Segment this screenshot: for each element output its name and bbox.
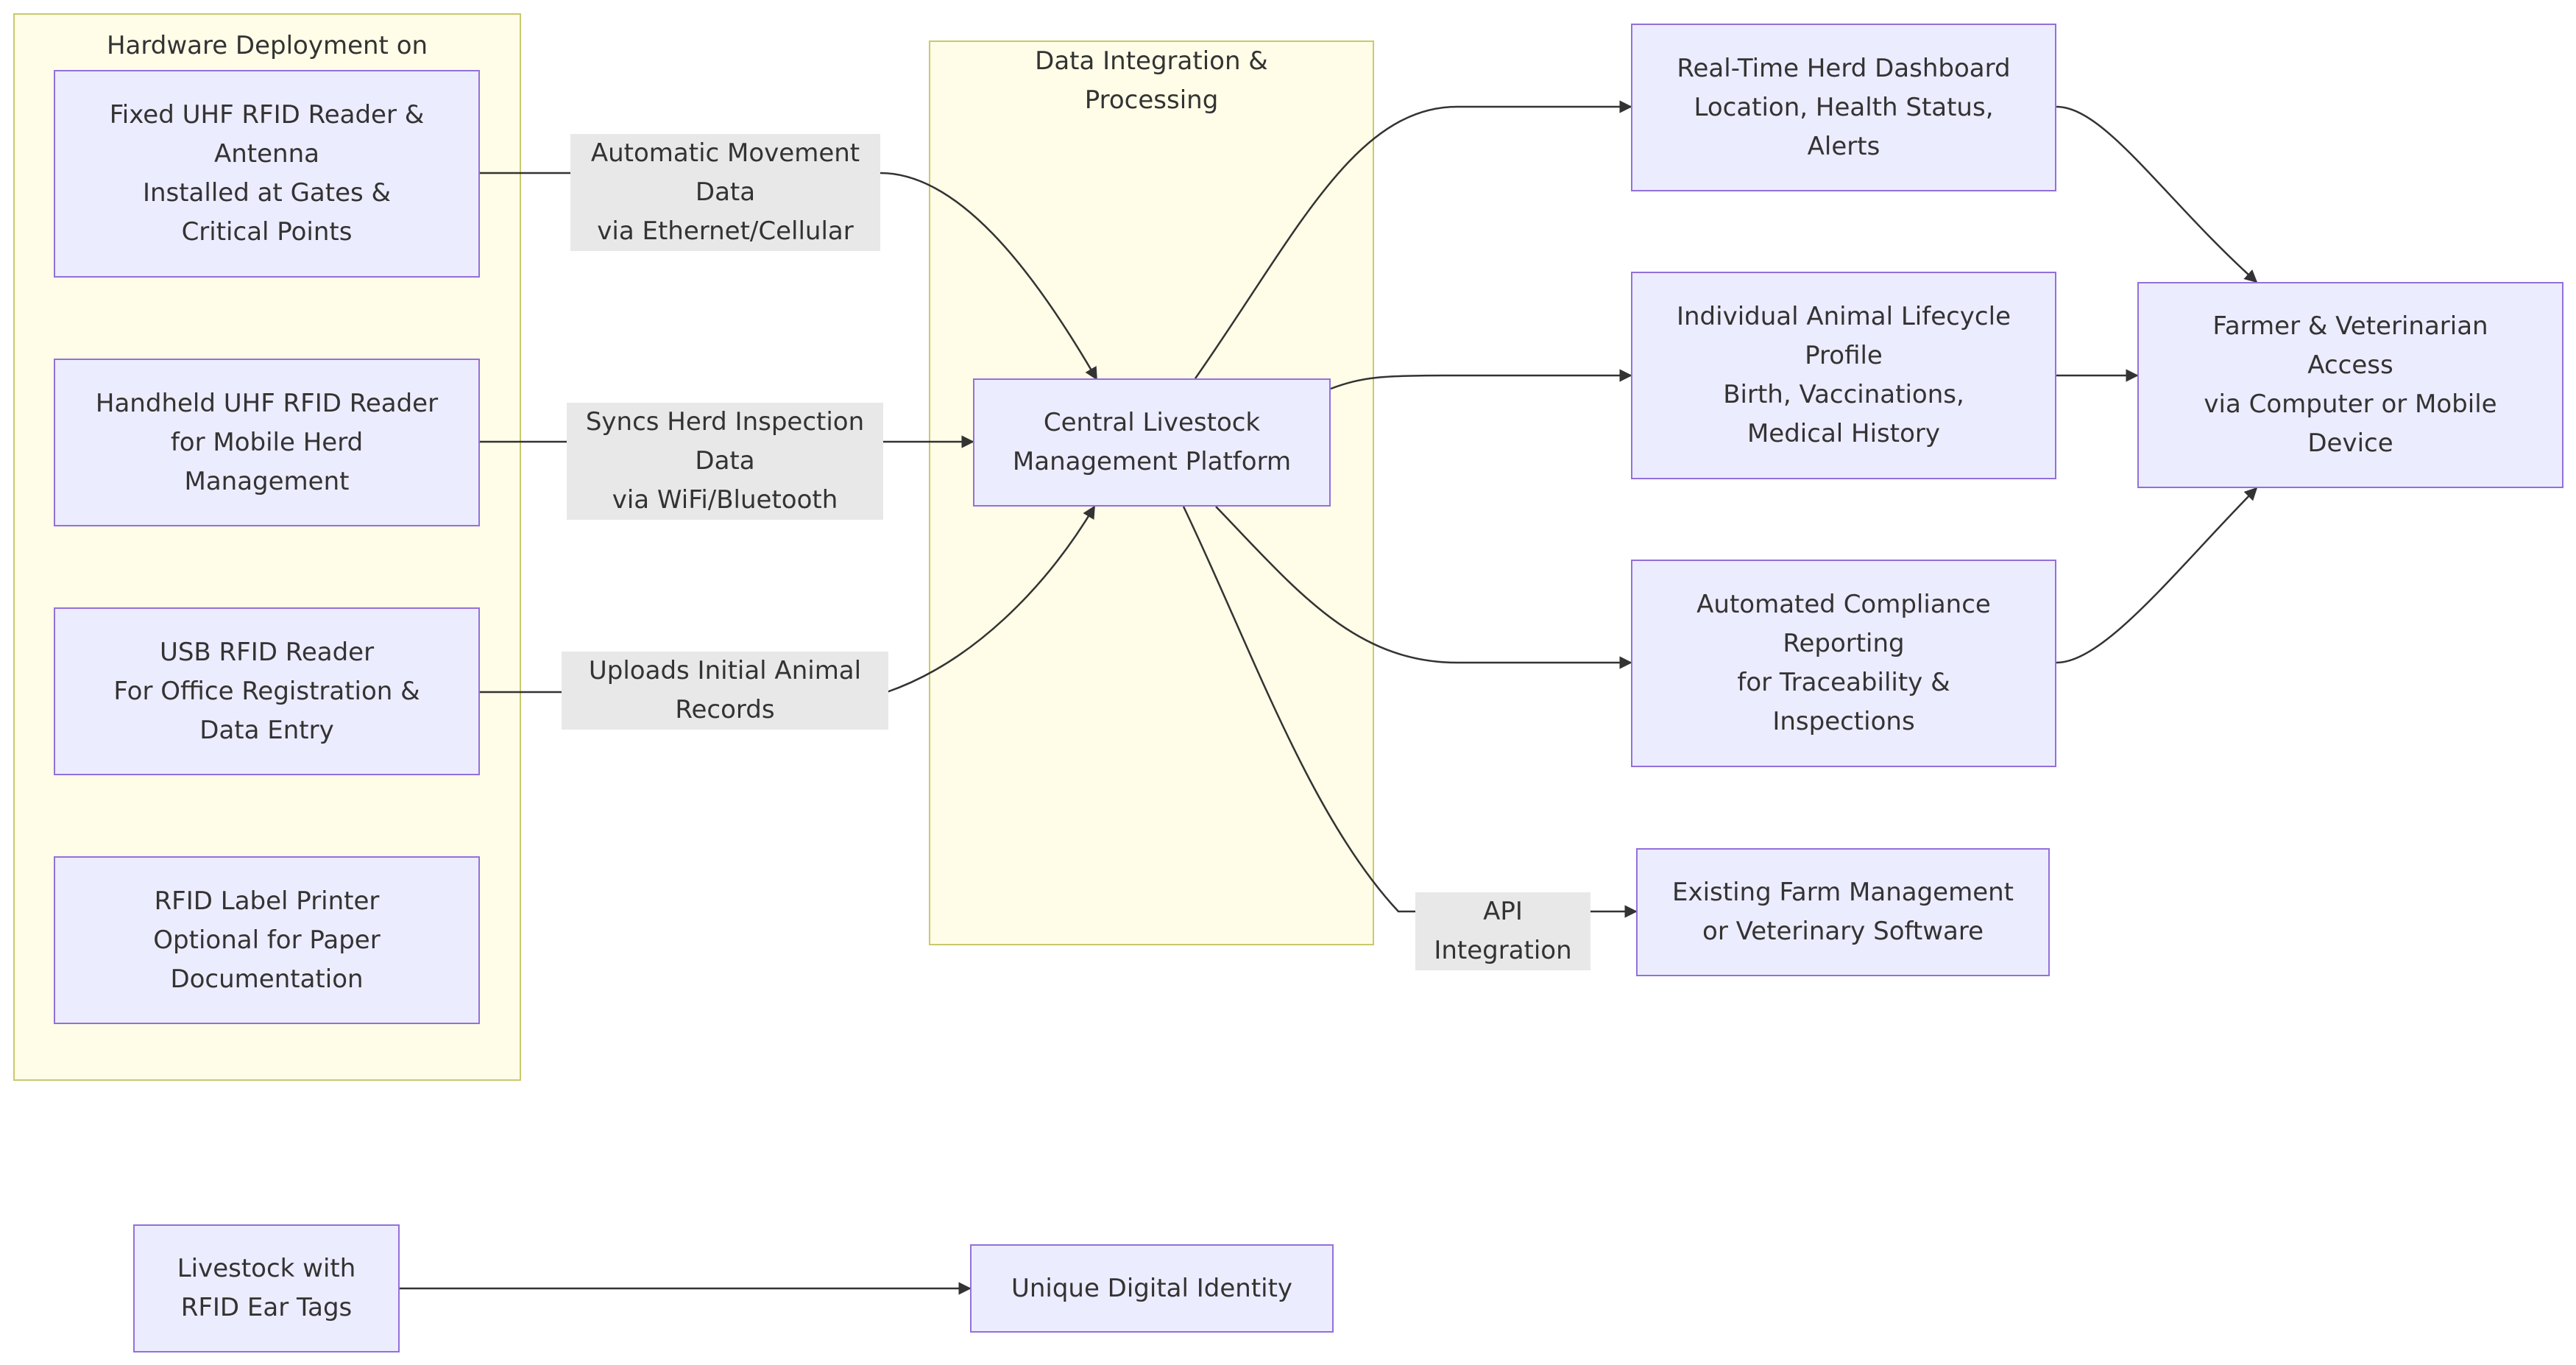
node-existing-software[interactable]: Existing Farm Management or Veterinary S…: [1636, 848, 2050, 976]
node-fixed-uhf-reader[interactable]: Fixed UHF RFID Reader & Antenna Installe…: [54, 70, 480, 278]
node-handheld-uhf-reader[interactable]: Handheld UHF RFID Reader for Mobile Herd…: [54, 359, 480, 526]
edge-label-inspection-sync: Syncs Herd Inspection Data via WiFi/Blue…: [567, 403, 883, 520]
node-usb-rfid-reader[interactable]: USB RFID Reader For Office Registration …: [54, 607, 480, 775]
node-lifecycle-profile-label: Individual Animal Lifecycle Profile Birt…: [1676, 302, 2011, 448]
edge-platform-to-dashboard: [1194, 100, 1632, 379]
node-rfid-label-printer-label: RFID Label Printer Optional for Paper Do…: [153, 886, 381, 994]
node-rfid-label-printer[interactable]: RFID Label Printer Optional for Paper Do…: [54, 856, 480, 1024]
node-livestock-ear-tags-label: Livestock with RFID Ear Tags: [177, 1254, 356, 1322]
edge-label-initial-records: Uploads Initial Animal Records: [562, 652, 888, 730]
edge-compliance-to-farmer: [2056, 487, 2258, 664]
node-compliance-reporting-label: Automated Compliance Reporting for Trace…: [1696, 590, 1991, 736]
edge-platform-to-existing-software: [1182, 506, 1638, 918]
node-realtime-dashboard-label: Real-Time Herd Dashboard Location, Healt…: [1677, 53, 2011, 161]
node-existing-software-label: Existing Farm Management or Veterinary S…: [1671, 878, 2014, 946]
node-central-platform[interactable]: Central Livestock Management Platform: [973, 378, 1331, 507]
node-central-platform-label: Central Livestock Management Platform: [1012, 408, 1292, 476]
node-farmer-vet-access[interactable]: Farmer & Veterinarian Access via Compute…: [2137, 282, 2563, 488]
edge-usb-reader-to-platform: [480, 505, 1096, 694]
node-farmer-vet-access-label: Farmer & Veterinarian Access via Compute…: [2204, 311, 2497, 458]
edge-label-api-integration: API Integration: [1415, 892, 1590, 970]
edge-fixed-reader-to-platform: [480, 172, 1098, 381]
node-handheld-uhf-reader-label: Handheld UHF RFID Reader for Mobile Herd…: [95, 388, 439, 496]
cluster-processing-title: Data Integration & Processing: [1035, 46, 1268, 115]
node-livestock-ear-tags[interactable]: Livestock with RFID Ear Tags: [133, 1224, 400, 1352]
edge-label-movement-data: Automatic Movement Data via Ethernet/Cel…: [570, 134, 880, 251]
node-unique-digital-identity-label: Unique Digital Identity: [1011, 1273, 1293, 1303]
edge-platform-to-lifecycle: [1330, 369, 1632, 390]
edge-dashboard-to-farmer: [2056, 105, 2258, 283]
node-fixed-uhf-reader-label: Fixed UHF RFID Reader & Antenna Installe…: [109, 100, 425, 247]
cluster-hardware-title: Hardware Deployment on Farm: [106, 31, 428, 60]
node-usb-rfid-reader-label: USB RFID Reader For Office Registration …: [113, 637, 420, 745]
edge-platform-to-compliance: [1215, 506, 1632, 669]
node-realtime-dashboard[interactable]: Real-Time Herd Dashboard Location, Healt…: [1631, 24, 2056, 191]
node-compliance-reporting[interactable]: Automated Compliance Reporting for Trace…: [1631, 560, 2056, 767]
node-lifecycle-profile[interactable]: Individual Animal Lifecycle Profile Birt…: [1631, 272, 2056, 479]
node-unique-digital-identity[interactable]: Unique Digital Identity: [970, 1244, 1334, 1333]
